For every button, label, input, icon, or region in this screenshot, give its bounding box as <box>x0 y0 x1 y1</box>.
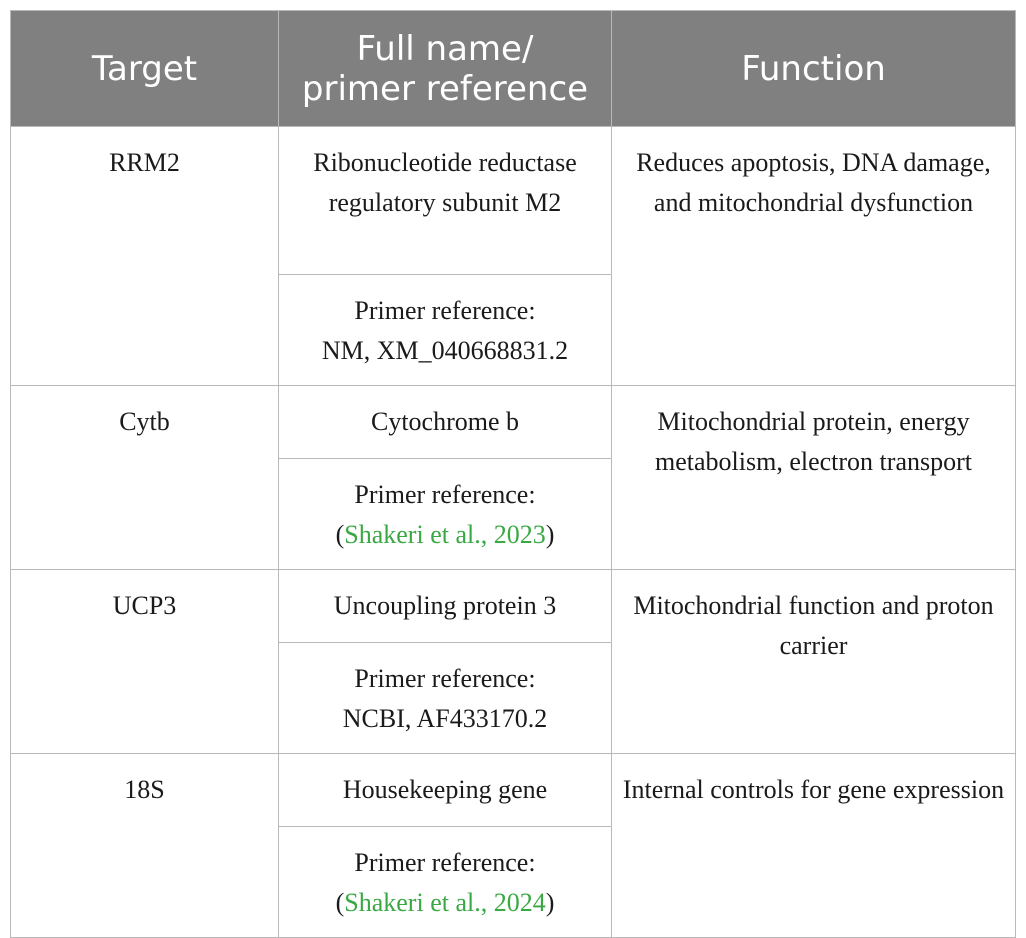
paren-close: ) <box>545 520 555 549</box>
full-name-cell: Uncoupling protein 3 <box>278 569 612 643</box>
primer-reference-cell: Primer reference: NM, XM_040668831.2 <box>278 274 612 386</box>
primer-reference-label: Primer reference: <box>354 848 536 877</box>
table-row: RRM2 Ribonucleotide reductase regulatory… <box>10 126 1016 386</box>
paren-open: ( <box>335 520 345 549</box>
primer-reference-citation-line: (Shakeri et al., 2023) <box>287 515 603 555</box>
primer-reference-label: Primer reference: <box>354 480 536 509</box>
primer-reference-cell: Primer reference: (Shakeri et al., 2023) <box>278 458 612 570</box>
table-row: 18S Housekeeping gene Internal controls … <box>10 753 1016 938</box>
citation-link[interactable]: Shakeri et al., 2023 <box>344 520 546 549</box>
full-name-cell: Ribonucleotide reductase regulatory subu… <box>278 126 612 275</box>
primer-reference-value: NM, XM_040668831.2 <box>321 336 569 365</box>
table-row: Primer reference: NM, XM_040668831.2 <box>11 274 1016 386</box>
primer-reference-label: Primer reference: <box>354 296 536 325</box>
table-row: Cytb Cytochrome b Mitochondrial protein,… <box>10 385 1016 570</box>
primer-reference-cell: Primer reference: NCBI, AF433170.2 <box>278 642 612 754</box>
primer-reference-value: NCBI, AF433170.2 <box>342 704 548 733</box>
primer-reference-citation-line: (Shakeri et al., 2024) <box>287 883 603 923</box>
full-name-cell: Cytochrome b <box>278 385 612 459</box>
target-cell: RRM2 <box>10 126 279 386</box>
header-function: Function <box>611 10 1016 127</box>
gene-target-table: Target Full name/ primer reference Funct… <box>10 10 1016 938</box>
target-cell: Cytb <box>10 385 279 570</box>
table-row: Primer reference: (Shakeri et al., 2024) <box>11 826 1016 938</box>
table-header: Target Full name/ primer reference Funct… <box>10 10 1016 127</box>
header-full-name-line2: primer reference <box>301 68 589 109</box>
table-row: Primer reference: NCBI, AF433170.2 <box>11 642 1016 754</box>
header-full-name-line1: Full name/ <box>356 28 534 69</box>
header-target: Target <box>10 10 279 127</box>
citation-link[interactable]: Shakeri et al., 2024 <box>344 888 546 917</box>
table-row: UCP3 Uncoupling protein 3 Mitochondrial … <box>10 569 1016 754</box>
header-row: Target Full name/ primer reference Funct… <box>10 10 1016 127</box>
function-cell: Mitochondrial protein, energy metabolism… <box>611 385 1016 570</box>
function-cell: Mitochondrial function and proton carrie… <box>611 569 1016 754</box>
function-cell: Reduces apoptosis, DNA damage, and mitoc… <box>611 126 1016 386</box>
primer-reference-label: Primer reference: <box>354 664 536 693</box>
header-full-name: Full name/ primer reference <box>278 10 612 127</box>
paren-close: ) <box>545 888 555 917</box>
function-cell: Internal controls for gene expression <box>611 753 1016 938</box>
target-cell: 18S <box>10 753 279 938</box>
target-cell: UCP3 <box>10 569 279 754</box>
table-body: RRM2 Ribonucleotide reductase regulatory… <box>10 126 1016 938</box>
primer-reference-cell: Primer reference: (Shakeri et al., 2024) <box>278 826 612 938</box>
full-name-cell: Housekeeping gene <box>278 753 612 827</box>
paren-open: ( <box>335 888 345 917</box>
